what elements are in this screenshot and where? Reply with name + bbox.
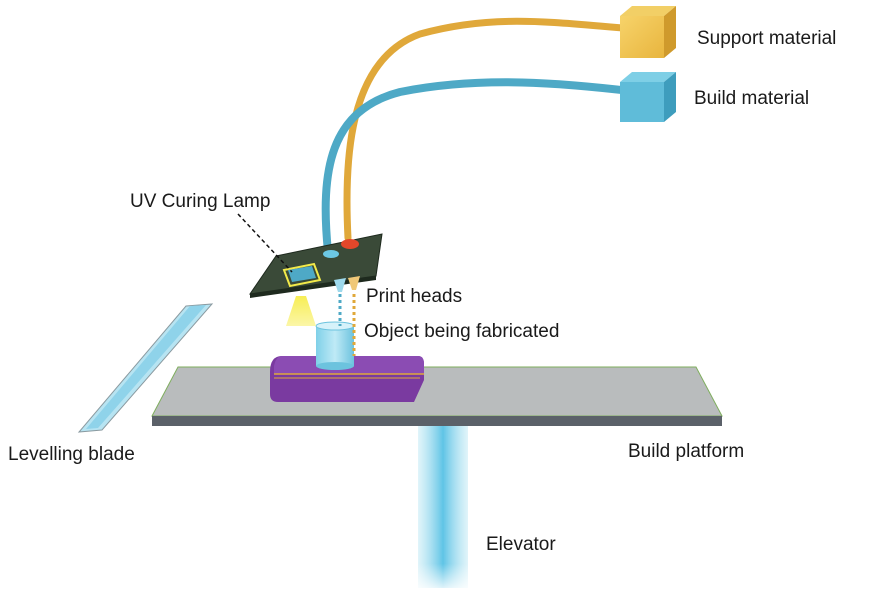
uv-light [286,296,316,326]
support-material-cube [620,6,676,58]
object-being-fabricated-label: Object being fabricated [364,321,560,342]
print-heads-label: Print heads [366,286,463,307]
build-material-cube [620,72,676,122]
support-material-label: Support material [697,28,837,49]
elevator [418,426,468,588]
levelling-blade [77,303,214,433]
elevator-label: Elevator [486,534,556,555]
fabricated-object [315,321,355,370]
uv-curing-lamp-label: UV Curing Lamp [130,191,271,212]
uv-lamp-leader [237,213,293,273]
build-platform-label: Build platform [628,441,745,462]
levelling-blade-label: Levelling blade [8,444,135,465]
object-tray [270,356,424,402]
build-platform [151,366,723,426]
build-material-label: Build material [694,88,810,109]
material-tubes [321,17,659,256]
print-head-board [248,233,383,298]
